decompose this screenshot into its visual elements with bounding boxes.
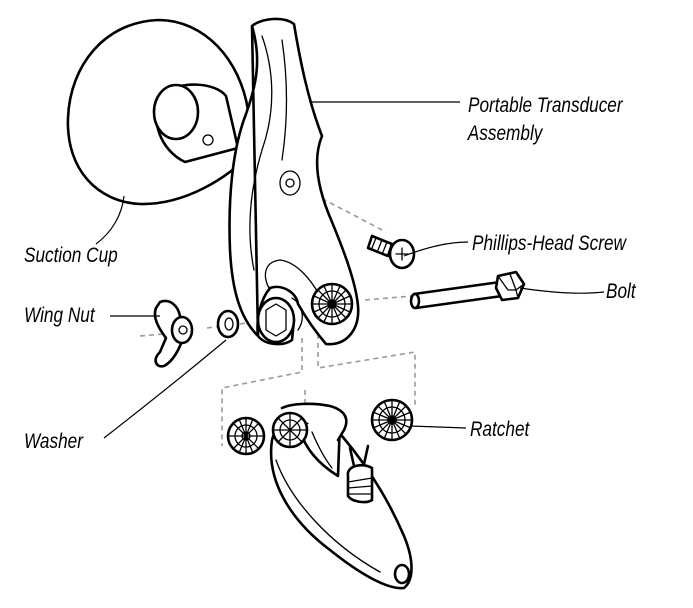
- label-ratchet: Ratchet: [470, 419, 530, 442]
- bracket-ratchet: [310, 282, 354, 326]
- leader-lines: [95, 101, 605, 439]
- label-bolt: Bolt: [606, 281, 636, 304]
- label-transducer-line2: Assembly: [467, 123, 544, 146]
- ratchet-left: [226, 416, 266, 456]
- ratchet-right: [370, 398, 414, 442]
- transducer-bracket: [228, 17, 360, 346]
- label-wing-nut: Wing Nut: [24, 305, 95, 328]
- label-washer: Washer: [24, 431, 84, 454]
- suction-cup: [66, 18, 254, 206]
- washer: [216, 309, 240, 339]
- phillips-head-screw: [366, 234, 416, 270]
- ratchet-center: [271, 411, 309, 449]
- label-phillips-head-screw: Phillips-Head Screw: [472, 233, 627, 256]
- labels: Portable Transducer Assembly Suction Cup…: [24, 95, 636, 454]
- label-suction-cup: Suction Cup: [24, 245, 118, 268]
- wing-nut: [153, 299, 194, 368]
- label-transducer-line1: Portable Transducer: [468, 95, 624, 118]
- bolt: [409, 270, 526, 310]
